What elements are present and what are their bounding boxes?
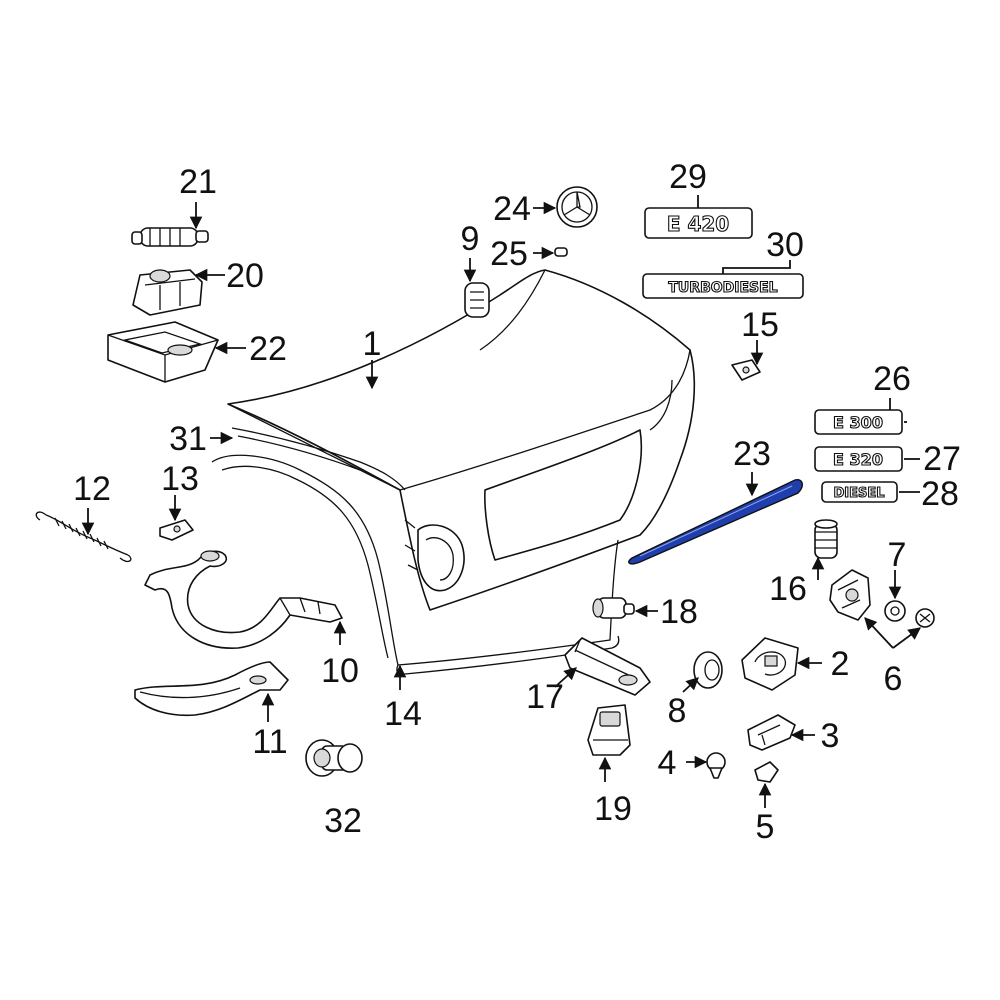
callout-22: 22 — [249, 330, 287, 368]
lock-housing[interactable] — [132, 269, 203, 316]
lid-weatherstrip[interactable] — [231, 427, 406, 491]
svg-text:E 300: E 300 — [833, 413, 883, 432]
callout-32: 32 — [324, 802, 362, 840]
screw[interactable] — [706, 752, 726, 779]
bulb-socket[interactable] — [592, 597, 635, 619]
callout-18: 18 — [660, 593, 698, 631]
callout-2: 2 — [831, 645, 850, 683]
trunk-latch[interactable] — [829, 569, 871, 621]
striker-bracket[interactable] — [747, 714, 796, 751]
callout-labels: 1 2 3 4 5 6 7 8 9 10 11 12 13 14 15 16 1… — [73, 158, 961, 846]
callout-14: 14 — [384, 695, 422, 733]
callout-4: 4 — [658, 744, 677, 782]
lid-bumper[interactable] — [464, 282, 490, 318]
emblem-clip[interactable] — [554, 247, 568, 257]
callout-13: 13 — [161, 460, 199, 498]
callout-23: 23 — [733, 435, 771, 473]
rubber-stop[interactable] — [814, 519, 838, 559]
star-emblem[interactable] — [556, 186, 598, 228]
badge-e420[interactable]: E 420 — [644, 207, 753, 239]
callout-20: 20 — [226, 257, 264, 295]
license-lamp[interactable] — [564, 637, 651, 696]
trunk-lid[interactable] — [227, 269, 696, 611]
badge-turbodiesel[interactable]: TURBODIESEL — [642, 273, 804, 299]
grommet[interactable] — [693, 651, 723, 689]
callout-9: 9 — [461, 220, 480, 258]
callout-21: 21 — [179, 163, 217, 201]
callout-6: 6 — [884, 660, 903, 698]
callout-19: 19 — [594, 790, 632, 828]
tool-tray[interactable] — [107, 321, 219, 383]
tension-spring[interactable] — [35, 511, 132, 563]
svg-text:TURBODIESEL: TURBODIESEL — [668, 280, 777, 296]
callout-25: 25 — [490, 235, 528, 273]
badge-e320[interactable]: E 320 — [814, 446, 903, 472]
bracket-clip[interactable] — [754, 761, 779, 783]
svg-text:E 420: E 420 — [667, 212, 729, 236]
callout-15: 15 — [741, 306, 779, 344]
hinge-lower[interactable] — [134, 661, 289, 717]
callout-27: 27 — [923, 440, 961, 478]
callout-8: 8 — [668, 692, 687, 730]
striker[interactable] — [741, 637, 799, 691]
callout-1: 1 — [363, 325, 382, 363]
leader-lines — [81, 195, 922, 808]
callout-11: 11 — [252, 723, 287, 761]
rubber-buffer[interactable] — [305, 739, 363, 777]
badge-e300[interactable]: E 300 — [814, 409, 903, 435]
emblem-nut[interactable] — [731, 359, 761, 381]
callout-26: 26 — [873, 360, 911, 398]
hinge-arm[interactable] — [144, 550, 343, 649]
callout-3: 3 — [821, 717, 840, 755]
callout-24: 24 — [493, 190, 531, 228]
callout-28: 28 — [921, 475, 959, 513]
lid-switch[interactable] — [587, 704, 631, 756]
callout-7: 7 — [888, 536, 907, 574]
svg-text:DIESEL: DIESEL — [833, 486, 884, 501]
callout-10: 10 — [321, 652, 359, 690]
callout-5: 5 — [756, 808, 775, 846]
callout-29: 29 — [669, 158, 707, 196]
callout-17: 17 — [526, 678, 564, 716]
callout-16: 16 — [769, 570, 807, 608]
callout-12: 12 — [73, 470, 111, 508]
trunk-trim-molding[interactable] — [628, 479, 803, 565]
badge-diesel[interactable]: DIESEL — [821, 481, 898, 503]
latch-bolt[interactable] — [915, 608, 935, 628]
callout-30: 30 — [766, 226, 804, 264]
hinge-bracket-small[interactable] — [159, 519, 194, 541]
washer[interactable] — [884, 600, 906, 622]
svg-text:E 320: E 320 — [833, 450, 883, 469]
lock-cylinder[interactable] — [131, 227, 209, 247]
callout-31: 31 — [169, 420, 207, 458]
